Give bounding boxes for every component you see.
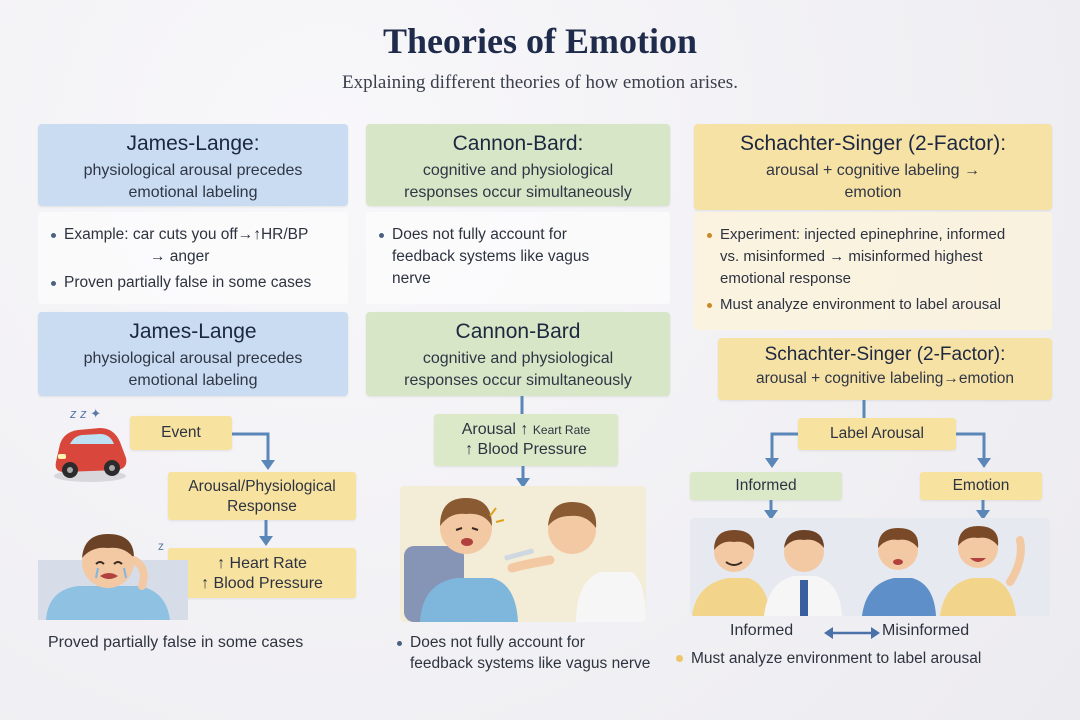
emotion-down-arrow [976, 500, 990, 520]
cannon-bard-header: Cannon-Bard: cognitive and physiological… [366, 124, 670, 206]
james-lange-heading-2: James-Lange [129, 320, 257, 343]
arousal-response-line2: Response [227, 498, 297, 515]
crying-boy-icon: z [38, 534, 188, 620]
schachter-singer-heading: Schachter-Singer (2-Factor): [739, 132, 1007, 155]
cannon-bard-bullet-line1: Does not fully account for [392, 226, 567, 243]
informed-caption: Informed [730, 622, 794, 639]
schachter-singer-bullet-experiment-line3: emotional response [720, 270, 851, 287]
cannon-arousal-small: Keart Rate [532, 423, 591, 437]
cannon-caption-bullet: Does not fully account for feedback syst… [394, 632, 650, 674]
label-arousal-split-arrows [765, 432, 991, 468]
cannon-arousal-arrow [516, 466, 530, 488]
james-lange-caption: Proved partially false in some cases [48, 634, 304, 651]
schachter-singer-bullet-experiment: Experiment: injected epinephrine, inform… [704, 224, 1042, 290]
cannon-caption-line2: feedback systems like vagus nerve [410, 655, 651, 672]
schachter-singer-bullet-experiment-line2: vs. misinformed → misinformed highest [720, 248, 983, 265]
cannon-bard-bullet-line3: nerve [392, 270, 431, 287]
schachter-singer-heading-2: Schachter-Singer (2-Factor): [764, 344, 1006, 365]
james-lange-header-2: James-Lange physiological arousal preced… [38, 312, 348, 396]
cannon-caption-line1: Does not fully account for [410, 634, 585, 651]
james-lange-notes: Example: car cuts you off→↑HR/BP → anger… [38, 212, 348, 304]
schachter-singer-desc-line1: arousal + cognitive labeling → [766, 162, 980, 179]
yellow-bullet-icon [676, 655, 683, 663]
cannon-bard-notes: Does not fully account for feedback syst… [366, 212, 670, 304]
cannon-bard-bullet-line2: feedback systems like vagus [392, 248, 590, 265]
james-lange-bullet-example-line1: Example: car cuts you off→↑HR/BP [64, 226, 309, 243]
event-to-arousal-arrow [232, 432, 275, 470]
car-icon [54, 428, 127, 482]
cannon-bard-desc2-line2: responses occur simultaneously [404, 372, 632, 389]
cannon-arousal-line: Arousal ↑ Keart Rate [434, 420, 618, 440]
schachter-singer-desc-2: arousal + cognitive labeling→emotion [755, 370, 1015, 387]
label-arousal-box: Label Arousal [798, 418, 956, 450]
page-subtitle: Explaining different theories of how emo… [342, 72, 738, 93]
cannon-bard-heading: Cannon-Bard: [452, 132, 584, 155]
page-title: Theories of Emotion [383, 21, 697, 61]
schachter-final-caption: Must analyze environment to label arousa… [676, 650, 981, 668]
cannon-arousal-box: Arousal ↑ Keart Rate ↑ Blood Pressure [434, 414, 618, 466]
james-lange-bullet-example-line2: → anger [150, 248, 210, 265]
james-lange-desc-line1: physiological arousal precedes [83, 162, 303, 179]
cannon-bard-desc-line2: responses occur simultaneously [404, 184, 632, 201]
arousal-to-hr-arrow [259, 520, 273, 546]
cannon-bard-desc2-line1: cognitive and physiological [422, 350, 614, 367]
james-lange-desc2-line1: physiological arousal precedes [83, 350, 303, 367]
schachter-singer-bullet-analyze: Must analyze environment to label arousa… [704, 294, 1042, 316]
cannon-bard-bullet: Does not fully account for feedback syst… [376, 224, 660, 290]
cannon-bard-header-2: Cannon-Bard cognitive and physiological … [366, 312, 670, 396]
injection-scene-icon [400, 486, 646, 622]
schachter-singer-desc-line2: emotion [844, 184, 902, 201]
blood-pressure-line: ↑ Blood Pressure [201, 575, 323, 592]
double-arrow-icon [824, 627, 880, 639]
schachter-singer-notes: Experiment: injected epinephrine, inform… [694, 212, 1052, 330]
boys-reacting-icon [690, 518, 1050, 616]
heart-rate-line: ↑ Heart Rate [217, 555, 307, 572]
james-lange-desc2-line2: emotional labeling [128, 372, 258, 389]
sleep-zzz-icon: z z ✦ [70, 406, 102, 421]
schachter-singer-header: Schachter-Singer (2-Factor): arousal + c… [694, 124, 1052, 210]
informed-box: Informed [690, 472, 842, 500]
schachter-connector-line [862, 400, 866, 418]
arousal-response-line1: Arousal/Physiological [188, 478, 336, 495]
event-box: Event [130, 416, 232, 450]
informed-misinformed-row: Informed Misinformed [730, 622, 1030, 644]
schachter-final-caption-text: Must analyze environment to label arousa… [691, 650, 982, 667]
heart-rate-bp-box: ↑ Heart Rate ↑ Blood Pressure [168, 548, 356, 598]
cannon-connector-line [520, 396, 524, 416]
arousal-response-box: Arousal/Physiological Response [168, 472, 356, 520]
informed-down-arrow [764, 500, 778, 520]
svg-text:z: z [158, 539, 164, 553]
schachter-singer-bullet-experiment-line1: Experiment: injected epinephrine, inform… [720, 226, 1006, 243]
cannon-bard-heading-2: Cannon-Bard [455, 320, 581, 343]
cannon-caption: Does not fully account for feedback syst… [394, 632, 650, 678]
james-lange-heading: James-Lange: [126, 132, 260, 155]
misinformed-caption: Misinformed [882, 622, 970, 639]
cannon-bp-line: ↑ Blood Pressure [465, 441, 587, 458]
cannon-arousal-main: Arousal ↑ [461, 421, 529, 438]
james-lange-bullet-example: Example: car cuts you off→↑HR/BP → anger [48, 224, 338, 268]
emotion-box: Emotion [920, 472, 1042, 500]
james-lange-header: James-Lange: physiological arousal prece… [38, 124, 348, 206]
james-lange-bullet-false: Proven partially false in some cases [48, 272, 338, 294]
schachter-singer-header-2: Schachter-Singer (2-Factor): arousal + c… [718, 338, 1052, 400]
james-lange-desc-line2: emotional labeling [128, 184, 258, 201]
cannon-bard-desc-line1: cognitive and physiological [422, 162, 614, 179]
